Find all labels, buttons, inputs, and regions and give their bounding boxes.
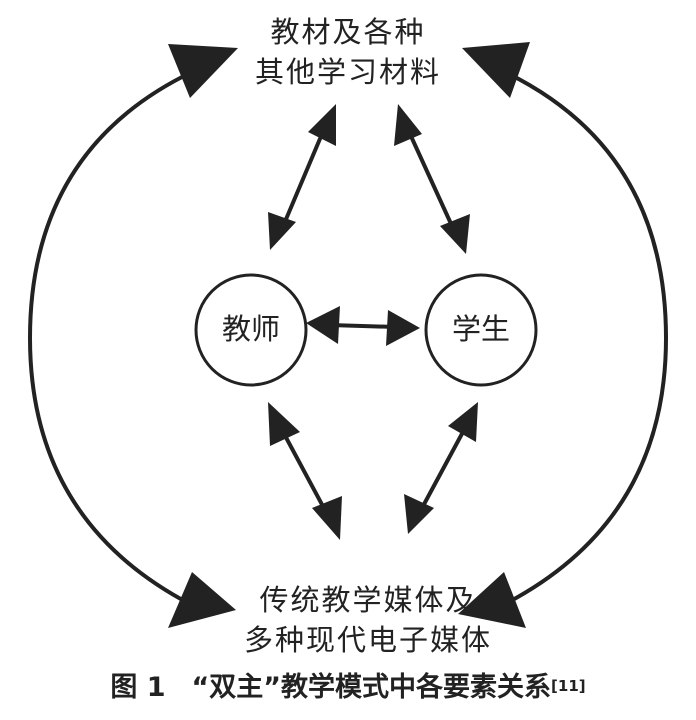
right-outer-arrowhead-top [462,42,530,98]
arrow-materials-teacher [268,104,336,250]
arrowhead [448,402,478,442]
figure-citation: [11] [551,677,586,695]
figure-number: 图 1 [110,672,166,703]
materials-label-line-2: 其他学习材料 [254,55,441,89]
teacher-node-label: 教师 [221,312,280,346]
arrowhead [404,494,434,534]
left-outer-arrowhead-top [168,44,238,98]
left-outer-arrowhead-bottom [168,572,236,628]
arrowhead [440,214,470,254]
student-circle [424,273,538,387]
arrowhead [308,104,336,146]
right-outer-arrowhead-bottom [458,572,526,628]
right-outer-arrow [458,42,669,628]
arrowhead [268,212,296,250]
arrowhead [386,310,420,346]
arrow-teacher-student [306,306,420,346]
student-node-label: 学生 [451,312,510,346]
arrowhead [394,104,422,146]
materials-node-label: 教材及各种 其他学习材料 [198,12,498,92]
arrow-materials-student [394,104,470,254]
arrow-teacher-media [268,402,342,540]
media-node-label: 传统教学媒体及 多种现代电子媒体 [218,580,518,660]
figure-title: “双主”教学模式中各要素关系 [191,672,552,703]
media-label-line-1: 传统教学媒体及 [259,583,477,617]
left-outer-arrow [27,44,238,628]
arrowhead [306,306,340,344]
media-label-line-2: 多种现代电子媒体 [243,623,492,657]
arrow-student-media [404,402,478,534]
materials-label-line-1: 教材及各种 [270,15,426,49]
figure-caption: 图 1 “双主”教学模式中各要素关系[11] [0,670,696,706]
arrowhead [312,496,342,540]
arrowhead [268,402,300,446]
teacher-circle [194,273,308,387]
